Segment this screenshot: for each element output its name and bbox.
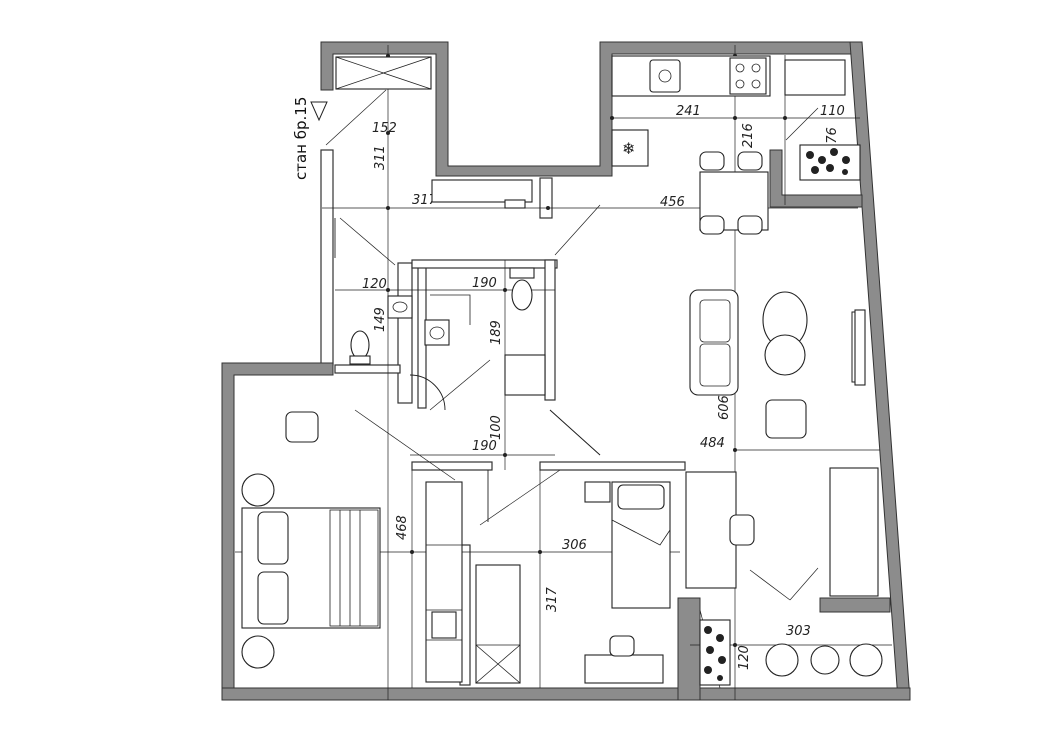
dim-label: 152 xyxy=(372,121,397,136)
dim-label: 241 xyxy=(676,104,701,119)
washbasin-icon xyxy=(424,319,450,346)
dim-label: 120 xyxy=(737,645,752,670)
apartment-title: стан бр.15 xyxy=(292,97,310,180)
dim-label: 317 xyxy=(545,586,560,612)
tv-stand xyxy=(854,309,866,386)
wardrobe xyxy=(425,481,521,684)
apartment-label: стан бр.15 xyxy=(292,97,328,180)
dim-label: 120 xyxy=(362,277,387,292)
nightstand xyxy=(241,635,275,669)
desk xyxy=(685,471,737,589)
nightstand xyxy=(241,473,275,507)
cooktop-icon xyxy=(729,57,767,95)
shower-tray xyxy=(504,354,546,396)
armchair xyxy=(765,399,807,439)
terrace-table xyxy=(810,645,840,675)
chair xyxy=(699,215,725,235)
desk-chair xyxy=(729,514,755,546)
sink-icon xyxy=(649,59,681,93)
bathroom-main xyxy=(424,267,546,396)
sofa xyxy=(689,289,739,396)
desk-chair xyxy=(609,635,635,657)
bedroom xyxy=(241,411,381,669)
washbasin-icon xyxy=(387,295,413,319)
doors xyxy=(334,218,601,522)
dim-label: 306 xyxy=(562,538,587,553)
terrace-seating xyxy=(765,643,883,677)
kitchen: ❄ xyxy=(431,55,846,235)
chair xyxy=(699,151,725,171)
second-bedroom xyxy=(584,481,671,684)
entrance-arrow-icon xyxy=(310,101,328,122)
desk-chair xyxy=(285,411,319,443)
svg-text:❄: ❄ xyxy=(622,139,635,158)
toilet-icon xyxy=(511,279,533,311)
storage-closet xyxy=(335,56,432,90)
pillow xyxy=(257,511,289,565)
work-area xyxy=(685,467,879,597)
dim-label: 190 xyxy=(472,439,497,454)
pillow xyxy=(617,484,665,510)
chair xyxy=(737,151,763,171)
desk xyxy=(584,654,664,684)
terrace-chair xyxy=(849,643,883,677)
dim-label: 317 xyxy=(412,193,438,208)
dim-label: 190 xyxy=(472,276,497,291)
toilet-icon xyxy=(350,330,370,360)
planter-top xyxy=(799,144,861,181)
dim-label: 216 xyxy=(741,123,756,148)
pillow xyxy=(257,571,289,625)
dim-label: 606 xyxy=(717,395,732,420)
dim-label: 100 xyxy=(489,415,504,440)
living-room xyxy=(689,289,866,439)
dim-label: 189 xyxy=(489,320,504,345)
chair xyxy=(737,215,763,235)
bathroom-small xyxy=(349,295,413,365)
dim-label: 468 xyxy=(395,515,410,540)
planter-terrace xyxy=(699,619,731,686)
dim-label: 311 xyxy=(373,145,388,170)
dim-label: 303 xyxy=(786,624,811,639)
exterior-walls xyxy=(221,41,911,701)
fridge-icon xyxy=(611,129,649,167)
dim-label: 456 xyxy=(660,195,685,210)
dim-label: 484 xyxy=(700,436,725,451)
dim-label: 149 xyxy=(373,307,388,332)
terrace-chair xyxy=(765,643,799,677)
dim-label: 110 xyxy=(820,104,845,119)
